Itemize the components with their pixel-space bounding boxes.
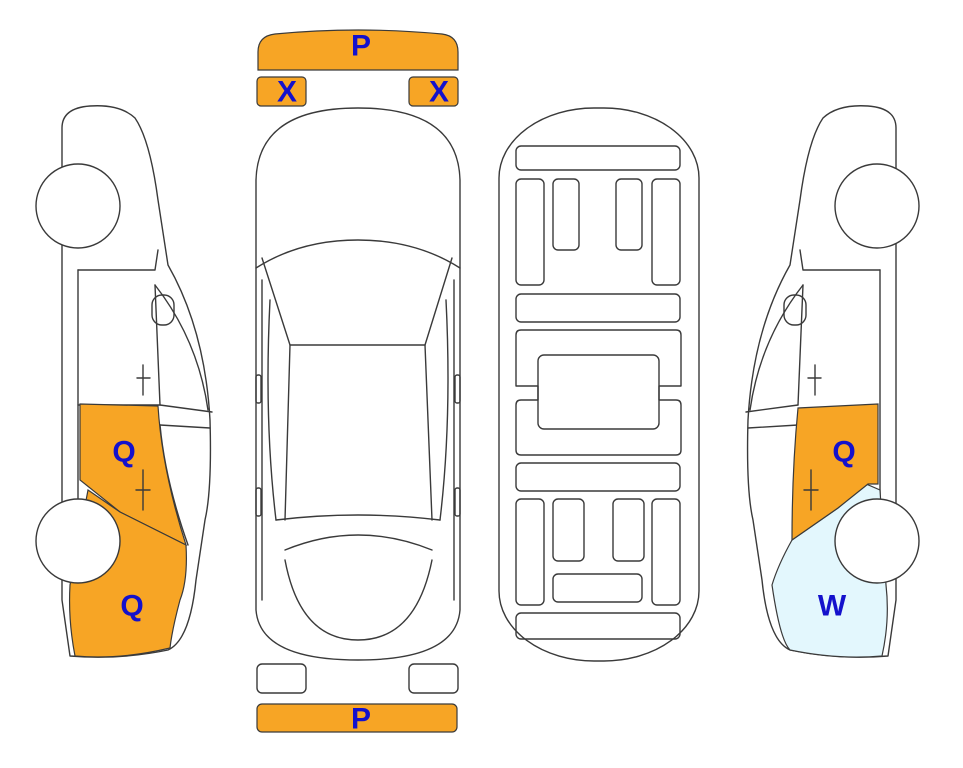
front-bumper-code: P: [351, 30, 371, 63]
right-headlight-code: X: [429, 76, 449, 109]
underbody-view: [498, 107, 700, 662]
left-rear-quarter-code: Q: [120, 590, 143, 623]
right-side-view: Q W: [745, 105, 920, 658]
left-headlight-panel[interactable]: [256, 76, 307, 107]
left-taillight: [256, 663, 307, 694]
front-bumper-panel[interactable]: [257, 29, 459, 71]
left-headlight-code: X: [277, 76, 297, 109]
right-rear-wheel: [834, 498, 920, 584]
left-side-view: Q Q: [35, 105, 213, 658]
rear-bumper-code: P: [351, 703, 371, 736]
left-rear-wheel: [35, 498, 121, 584]
right-rear-quarter-code: W: [818, 590, 847, 623]
rear-bumper-panel[interactable]: [256, 703, 458, 733]
top-body-outline: [255, 107, 461, 661]
right-rear-door-code: Q: [832, 436, 855, 469]
right-taillight: [408, 663, 459, 694]
top-view: P X X P: [255, 29, 461, 736]
right-headlight-panel[interactable]: [408, 76, 459, 107]
left-rear-door-code: Q: [112, 436, 135, 469]
left-front-wheel: [35, 163, 121, 249]
right-rear-door-panel[interactable]: [791, 403, 879, 542]
underbody-outline: [498, 107, 700, 662]
right-front-wheel: [834, 163, 920, 249]
